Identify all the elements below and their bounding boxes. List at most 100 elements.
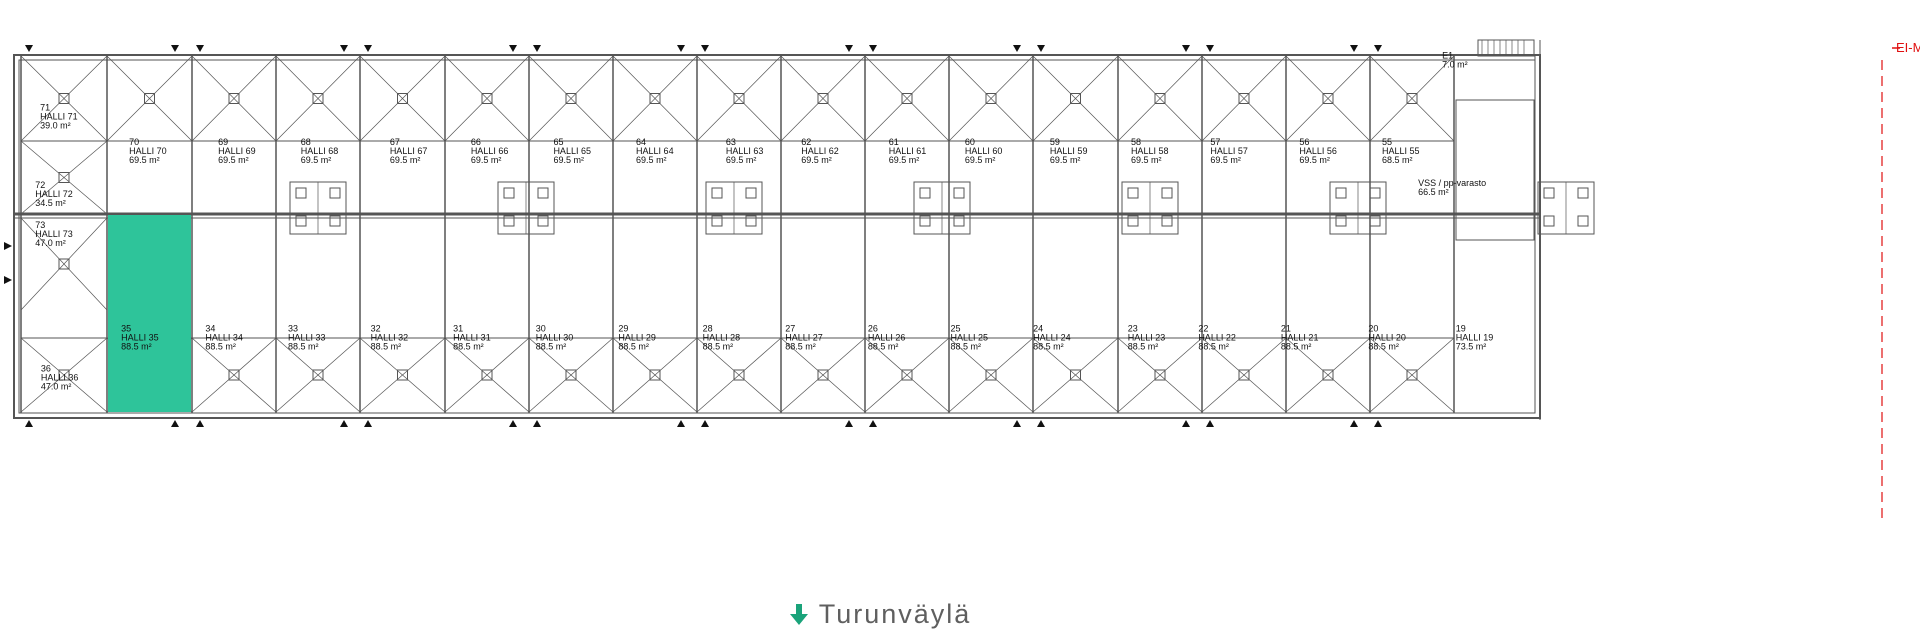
wc-fixture <box>711 187 723 199</box>
door-marker <box>1350 45 1358 52</box>
roof-drain <box>312 369 324 381</box>
room-label-line: 69.5 m² <box>1131 155 1162 165</box>
room-label-line: HALLI 62 <box>801 146 839 156</box>
room-label-line: HALLI 57 <box>1210 146 1248 156</box>
wc-fixture <box>953 215 965 227</box>
building-outline <box>13 54 1541 419</box>
room-label-line: 36 <box>41 363 51 373</box>
roof-cross-line <box>1369 55 1455 142</box>
room-label-line: 47.0 m² <box>35 238 66 248</box>
plan-structure <box>4 39 1900 520</box>
roof-cross-line <box>191 55 277 142</box>
door-marker <box>364 420 372 427</box>
roof-drain <box>397 369 408 381</box>
roof-drain <box>58 172 70 183</box>
room-label-line: 23 <box>1128 323 1138 333</box>
room-label-line: HALLI 23 <box>1128 332 1166 342</box>
roof-cross-line <box>275 55 361 142</box>
roof-drain <box>733 369 745 381</box>
wc-fixture <box>1577 215 1589 227</box>
room-label-line: 69.5 m² <box>218 155 249 165</box>
room-label-line: 7.0 m² <box>1442 59 1468 69</box>
room-label-line: HALLI 27 <box>785 332 823 342</box>
room-label-line: HALLI 33 <box>288 332 326 342</box>
roof-cross-line <box>1285 337 1371 413</box>
room-label: E17.0 m² <box>1442 50 1468 69</box>
room-label-line: HALLI 29 <box>618 332 656 342</box>
roof-cross-line <box>1032 55 1119 142</box>
room-label-line: HALLI 73 <box>35 229 73 239</box>
room-label-line: E1 <box>1442 50 1453 60</box>
door-marker <box>25 420 33 427</box>
door-marker <box>171 420 179 427</box>
room-label-line: 67 <box>390 137 400 147</box>
arrow-down-icon <box>789 602 809 626</box>
door-marker <box>1182 45 1190 52</box>
roof-cross-line <box>1032 337 1119 413</box>
footer: Turunväylä <box>0 596 1760 632</box>
room-label-line: HALLI 56 <box>1299 146 1337 156</box>
room-label-line: HALLI 21 <box>1281 332 1319 342</box>
roof-cross-line <box>528 337 614 413</box>
room-label-line: 69.5 m² <box>390 155 421 165</box>
roof-drain <box>1070 369 1081 381</box>
wc-fixture <box>503 187 515 199</box>
room-label-line: HALLI 19 <box>1456 332 1494 342</box>
room-label-line: 69.5 m² <box>726 155 757 165</box>
door-marker <box>1182 420 1190 427</box>
room-label-line: HALLI 63 <box>726 146 764 156</box>
roof-cross-line <box>20 55 108 142</box>
room-label-line: 88.5 m² <box>1281 341 1312 351</box>
door-marker <box>196 420 204 427</box>
room-label-line: 73.5 m² <box>1456 341 1487 351</box>
building-inner-outline <box>18 59 1536 414</box>
door-marker <box>845 45 853 52</box>
roof-drain <box>312 93 324 104</box>
roof-drain <box>481 93 493 104</box>
roof-cross-line <box>1201 55 1287 142</box>
roof-drain <box>817 369 829 381</box>
room-label-line: 88.5 m² <box>1368 341 1399 351</box>
door-marker <box>533 420 541 427</box>
room-label-line: 88.5 m² <box>1033 341 1064 351</box>
room-label-line: 62 <box>801 137 811 147</box>
roof-drain <box>1322 369 1334 381</box>
room-label-line: 69.5 m² <box>636 155 667 165</box>
storage-room <box>1455 99 1535 241</box>
wc-fixture <box>1543 215 1555 227</box>
roof-cross-line <box>1117 337 1203 413</box>
room-label-line: 88.5 m² <box>950 341 981 351</box>
roof-drain <box>901 93 913 104</box>
room-label-line: HALLI 55 <box>1382 146 1420 156</box>
plan-rooms <box>108 215 191 412</box>
room-label-line: 34.5 m² <box>35 198 66 208</box>
door-marker <box>1206 45 1214 52</box>
room-label-line: 35 <box>121 323 131 333</box>
door-marker <box>364 45 372 52</box>
roof-cross-line <box>612 55 698 142</box>
wc-fixture <box>1577 187 1589 199</box>
room-label-line: HALLI 61 <box>889 146 927 156</box>
room-label-line: 69.5 m² <box>301 155 332 165</box>
room-label-line: 88.5 m² <box>1128 341 1159 351</box>
room-label-line: HALLI 72 <box>35 189 73 199</box>
room-label-line: 19 <box>1456 323 1466 333</box>
door-marker <box>196 45 204 52</box>
room-label-line: HALLI 66 <box>471 146 509 156</box>
roof-cross-line <box>20 217 108 311</box>
room-label-line: 69.5 m² <box>1299 155 1330 165</box>
roof-cross-line <box>359 337 446 413</box>
door-marker <box>1206 420 1214 427</box>
